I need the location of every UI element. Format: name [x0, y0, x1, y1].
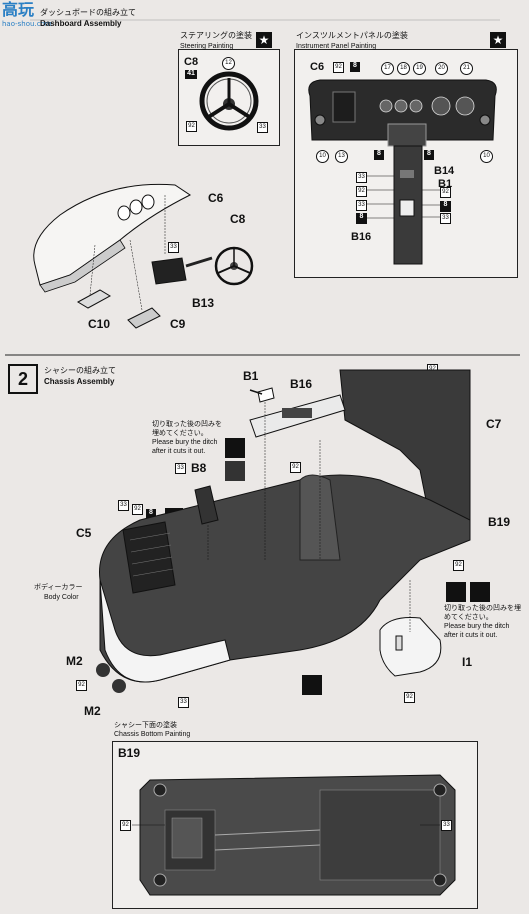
instrument-code-8: 8	[356, 213, 367, 224]
instrument-code-20: 20	[435, 62, 448, 75]
part-label-b16: B16	[290, 377, 313, 391]
step2-number: 2	[8, 364, 38, 394]
steering-code-41: 41	[185, 70, 197, 79]
instrument-code-17: 17	[381, 62, 394, 75]
cut-note-1-jp: 切り取った後の凹みを埋めてください。	[152, 421, 222, 437]
bottom-title-en: Chassis Bottom Painting	[114, 731, 191, 738]
steering-title-en: Steering Painting	[180, 43, 234, 50]
star-icon: ★	[256, 32, 272, 48]
chassis-code-92: 92	[404, 692, 415, 703]
instrument-b1-label: B1	[438, 178, 453, 190]
bottom-code-33: 33	[441, 820, 452, 831]
instrument-title-jp: インスツルメントパネルの塗装	[296, 31, 408, 40]
part-label-b8: B8	[191, 461, 207, 475]
instrument-code-13: 13	[335, 150, 348, 163]
step1-title-en: Dashboard Assembly	[40, 19, 122, 28]
steering-code-33: 33	[257, 122, 268, 133]
bottom-code-92: 92	[120, 820, 131, 831]
part-label-b1: B1	[243, 369, 259, 383]
step1-title-jp: ダッシュボードの組み立て	[40, 8, 136, 17]
part-label-b19: B19	[488, 515, 511, 529]
step2-title-jp: シャシーの組み立て	[44, 366, 116, 375]
chassis-code-92: 92	[76, 680, 87, 691]
cut-note-1: 切り取った後の凹みを埋めてください。 Please bury the ditch…	[152, 420, 224, 456]
instrument-code-10: 10	[316, 150, 329, 163]
part-label-c7: C7	[486, 417, 502, 431]
dash-code-33: 33	[168, 242, 179, 253]
instrument-code-8: 8	[424, 150, 434, 160]
chassis-code-92: 92	[453, 560, 464, 571]
instrument-code-18: 18	[397, 62, 410, 75]
steering-title-jp: ステアリングの塗装	[180, 31, 252, 40]
instrument-code-8: 8	[374, 150, 384, 160]
bottom-title-jp: シャシー下面の塗装	[114, 721, 177, 729]
paint-brush-icon	[302, 675, 322, 695]
body-color-jp: ボディーカラー	[34, 583, 83, 591]
watermark-url: hao-shou.com	[2, 20, 52, 28]
instrument-code-92: 92	[333, 62, 344, 73]
steering-code-12: 12	[222, 57, 235, 70]
part-label-m2-b: M2	[84, 704, 101, 718]
watermark-chars: 高玩	[2, 0, 35, 19]
fill-gap-icon	[225, 438, 245, 458]
fill-gap-icon	[470, 582, 490, 602]
steering-code-92: 92	[186, 121, 197, 132]
instrument-code-92: 92	[440, 187, 451, 198]
chassis-code-92: 92	[132, 504, 143, 515]
instrument-panel-drawing	[308, 79, 497, 265]
cut-note-2: 切り取った後の凹みを埋めてください。 Please bury the ditch…	[444, 604, 524, 640]
part-label-m2-a: M2	[66, 654, 83, 668]
chassis-assembly-drawing	[96, 369, 471, 693]
star-icon: ★	[490, 32, 506, 48]
steering-wheel-drawing	[199, 71, 259, 131]
dashboard-assembly-drawing	[33, 183, 254, 329]
chassis-code-33: 33	[118, 500, 129, 511]
part-label-c10: C10	[88, 317, 111, 331]
part-label-c8: C8	[230, 212, 246, 226]
instrument-code-19: 19	[413, 62, 426, 75]
bottom-part-label: B19	[118, 746, 141, 760]
cut-note-2-jp: 切り取った後の凹みを埋めてください。	[444, 605, 521, 621]
instrument-code-33: 33	[440, 213, 451, 224]
body-color-en: Body Color	[44, 594, 79, 601]
cut-note-1-en: Please bury the ditch after it cuts it o…	[152, 439, 218, 455]
instrument-b14-label: B14	[434, 165, 455, 177]
instrument-title-en: Instrument Panel Painting	[296, 43, 377, 50]
instrument-code-8: 8	[350, 62, 360, 72]
paint-brush-icon	[225, 461, 245, 481]
cut-note-2-en: Please bury the ditch after it cuts it o…	[444, 623, 510, 639]
instrument-code-92: 92	[356, 186, 367, 197]
part-label-c5: C5	[76, 526, 92, 540]
instrument-b16-label: B16	[351, 231, 372, 243]
part-label-c6: C6	[208, 191, 224, 205]
chassis-code-8: 8	[146, 509, 156, 519]
steering-part-label: C8	[184, 56, 199, 68]
instrument-part-label: C6	[310, 61, 325, 73]
instrument-code-10: 10	[480, 150, 493, 163]
instrument-code-21: 21	[460, 62, 473, 75]
part-label-i1: I1	[462, 655, 473, 669]
part-label-c9: C9	[170, 317, 186, 331]
paint-brush-icon	[446, 582, 466, 602]
chassis-code-33: 33	[178, 697, 189, 708]
step2-title-en: Chassis Assembly	[44, 377, 115, 386]
instrument-code-33: 33	[356, 200, 367, 211]
chassis-code-33: 33	[175, 463, 186, 474]
part-label-b13: B13	[192, 296, 215, 310]
chassis-code-92: 92	[290, 462, 301, 473]
instrument-code-8: 8	[440, 201, 451, 212]
chassis-bottom-drawing	[132, 774, 456, 896]
instrument-code-33: 33	[356, 172, 367, 183]
